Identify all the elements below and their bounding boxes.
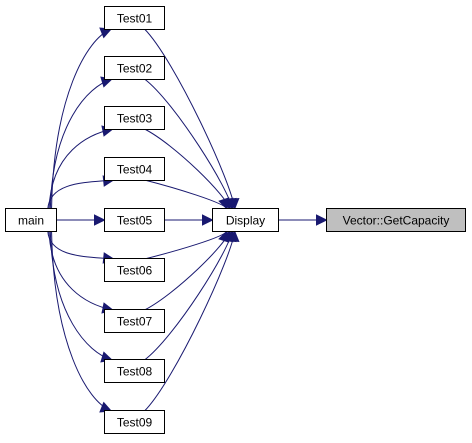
node-vector-getcapacity-box: [326, 208, 466, 232]
node-test03[interactable]: Test03: [104, 106, 165, 130]
node-test04-box: [104, 157, 165, 181]
edge-main-to-test01: [51, 27, 113, 210]
node-test05-label: Test05: [117, 214, 153, 228]
edge-line: [51, 28, 112, 210]
edge-test06-to-display: [144, 229, 230, 260]
arrowhead-icon: [316, 214, 328, 226]
node-test07-label: Test07: [117, 315, 153, 329]
edge-main-to-test02: [49, 76, 114, 210]
node-test06-box: [104, 258, 165, 282]
arrowhead-icon: [218, 197, 230, 211]
arrowhead-icon: [94, 214, 106, 226]
node-display[interactable]: Display: [212, 208, 279, 232]
node-main[interactable]: main: [5, 208, 57, 232]
node-test05-box: [104, 208, 165, 232]
node-display-label: Display: [226, 214, 265, 228]
edge-display-to-getcapacity: [278, 214, 328, 226]
node-test03-box: [104, 106, 165, 130]
edge-line: [48, 230, 113, 311]
edge-test04-to-display: [144, 179, 230, 211]
node-test03-label: Test03: [117, 112, 153, 126]
edge-line: [144, 230, 236, 412]
edge-main-to-test07: [48, 230, 114, 314]
node-test04[interactable]: Test04: [104, 157, 165, 181]
edge-line: [48, 128, 113, 210]
node-test02-box: [104, 56, 165, 80]
node-test01-label: Test01: [117, 12, 153, 26]
node-test05[interactable]: Test05: [104, 208, 165, 232]
node-test08-label: Test08: [117, 365, 153, 379]
edge-line: [144, 179, 228, 210]
edge-test08-to-display: [144, 229, 237, 361]
edge-line: [144, 230, 228, 260]
node-test09[interactable]: Test09: [104, 410, 165, 434]
edge-test09-to-display: [144, 229, 240, 412]
node-test06[interactable]: Test06: [104, 258, 165, 282]
arrowhead-icon: [227, 229, 240, 242]
node-vector-getcapacity-label: Vector::GetCapacity: [343, 214, 450, 228]
edge-test02-to-display: [144, 78, 237, 211]
node-test08-box: [104, 359, 165, 383]
edge-main-to-test04: [47, 175, 115, 210]
node-test04-label: Test04: [117, 163, 153, 177]
node-test02[interactable]: Test02: [104, 56, 165, 80]
node-test02-label: Test02: [117, 62, 153, 76]
edge-main-to-test05: [56, 214, 106, 226]
node-display-box: [212, 208, 279, 232]
node-test08[interactable]: Test08: [104, 359, 165, 383]
node-test09-box: [104, 410, 165, 434]
node-test01[interactable]: Test01: [104, 6, 165, 30]
node-test01-box: [104, 6, 165, 30]
node-test06-label: Test06: [117, 264, 153, 278]
node-test09-label: Test09: [117, 416, 153, 430]
node-test07[interactable]: Test07: [104, 309, 165, 333]
edge-line: [144, 230, 233, 361]
node-main-box: [5, 208, 57, 232]
node-test07-box: [104, 309, 165, 333]
edge-main-to-test03: [48, 125, 114, 210]
arrowhead-icon: [202, 214, 214, 226]
edge-line: [144, 28, 236, 210]
edge-main-to-test06: [47, 230, 115, 264]
edge-line: [51, 230, 112, 412]
edge-test05-to-display: [164, 214, 214, 226]
edge-line: [49, 230, 113, 361]
node-main-label: main: [18, 214, 44, 228]
node-vector-getcapacity[interactable]: Vector::GetCapacity: [326, 208, 466, 232]
edges-layer: [47, 27, 328, 413]
